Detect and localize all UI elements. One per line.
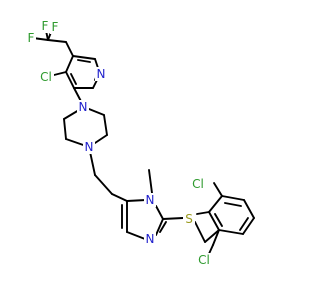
bond-bz-dbl2 xyxy=(239,217,249,231)
bond-py-2 xyxy=(65,55,74,73)
bond-bz-dbl3 xyxy=(214,213,223,227)
atom-n-pyridine: N xyxy=(97,67,106,81)
atom-s: S xyxy=(185,212,193,226)
bond-bz-4 xyxy=(243,199,255,219)
bond-cl-bz1 xyxy=(213,182,223,197)
bond-bz-1 xyxy=(208,211,220,231)
bond-cf3-c xyxy=(47,39,67,43)
bond-im-2 xyxy=(126,231,146,240)
bond-ch2-c xyxy=(111,193,128,202)
atom-cl-benzyl-1: Cl xyxy=(192,177,204,191)
bond-im-5 xyxy=(126,199,147,202)
bond-ch2-ph xyxy=(204,229,220,243)
bonds xyxy=(32,25,255,257)
bond-im-dbl2 xyxy=(159,221,167,233)
bond-nme xyxy=(148,169,153,194)
bond-pip-5 xyxy=(63,118,67,140)
atom-labels: F F F Cl N N N N N S Cl Cl xyxy=(26,19,212,267)
bond-im-3 xyxy=(155,218,164,236)
molecule-structure: F F F Cl N N N N N S Cl Cl xyxy=(26,19,255,267)
atom-n-imidazole-3: N xyxy=(146,232,155,246)
bond-c-s xyxy=(162,217,184,220)
bond-py-dbl2 xyxy=(70,73,77,85)
bond-py-6 xyxy=(72,55,96,60)
bond-bz-6 xyxy=(218,229,244,235)
bond-py-dbl1 xyxy=(77,59,91,63)
atom-n-piperazine-2: N xyxy=(85,140,94,154)
structure-canvas: F F F Cl N N N N N S Cl Cl xyxy=(26,19,255,267)
atom-cl-pyridine: Cl xyxy=(40,70,52,84)
atom-f3: F xyxy=(52,20,59,34)
atom-n-piperazine-1: N xyxy=(79,100,88,114)
bond-bz-3 xyxy=(221,195,245,201)
atom-cl-benzyl-2: Cl xyxy=(198,253,210,267)
bond-cl-bz1-stub xyxy=(196,211,210,215)
bond-bz-5 xyxy=(242,217,255,235)
bond-bz-dbl1 xyxy=(224,202,242,207)
bond-s-ch2 xyxy=(194,221,206,243)
bond-im-4 xyxy=(155,205,164,220)
bond-py-3 xyxy=(65,71,75,89)
atom-n-imidazole-1: N xyxy=(146,193,155,207)
atom-f2: F xyxy=(42,19,49,33)
atom-f1: F xyxy=(28,31,35,45)
bond-py-1 xyxy=(65,41,74,57)
bond-bz-2 xyxy=(208,195,223,213)
bond-pip-2 xyxy=(103,114,108,136)
bond-cl-bz2 xyxy=(212,229,220,246)
bond-ch2-b xyxy=(94,174,113,195)
